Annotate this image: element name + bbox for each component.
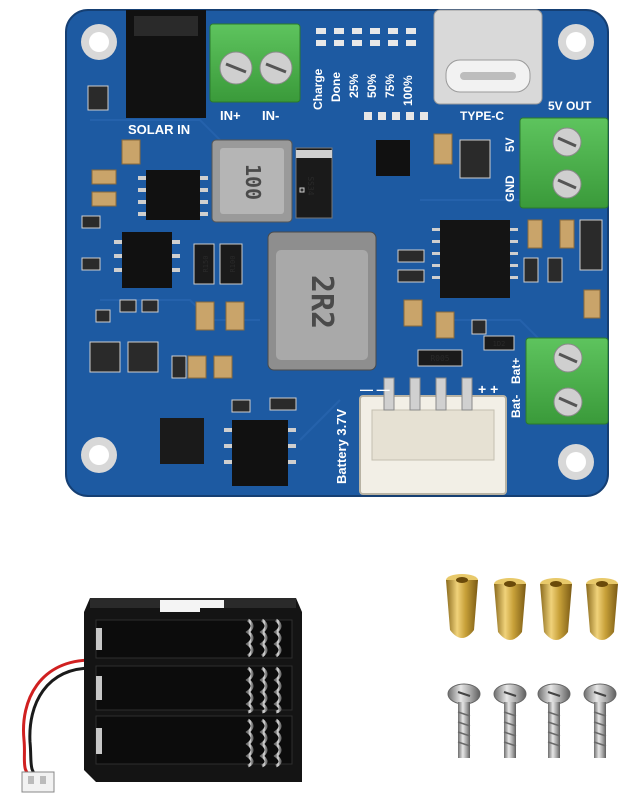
resistor-r005: R005: [417, 349, 463, 367]
ic-chip-soic-mid: [114, 232, 180, 288]
ic-chip-qfn-bottom-left: [160, 418, 204, 464]
usb-type-c-port: [433, 9, 543, 105]
pcb-board: 100 SS34 2R2: [65, 9, 609, 497]
inductor-large-mark: 2R2: [304, 275, 339, 329]
label-5v-out: 5V OUT: [548, 99, 592, 113]
resistor-1d2: 1D2: [483, 335, 515, 351]
ic-chip-soic-bottom: [224, 420, 296, 486]
screw-1: [447, 683, 481, 758]
diode-mark: SS34: [306, 176, 315, 195]
brass-standoff-1: [446, 574, 478, 638]
label-in-plus: IN+: [220, 108, 241, 123]
screw-terminal-in: [209, 23, 301, 103]
label-charge: Charge: [311, 68, 325, 110]
label-100-percent: 100%: [401, 75, 415, 106]
label-plus-marks: + +: [478, 381, 498, 397]
resistor-1d2-mark: 1D2: [493, 340, 506, 348]
ic-chip-sot-top: [376, 140, 410, 176]
screw-3: [537, 683, 571, 758]
battery-jst-connector: [359, 377, 507, 495]
schottky-diode: SS34: [295, 147, 333, 219]
resistor-r005-mark: R005: [430, 354, 449, 363]
resistor-r100: R100: [219, 243, 243, 285]
mounting-hole-top-right: [558, 24, 594, 60]
label-done: Done: [329, 72, 343, 102]
label-battery-3v7: Battery 3.7V: [334, 409, 349, 484]
screw-terminal-5v-out: [519, 117, 609, 209]
brass-standoff-2: [494, 578, 526, 640]
battery-springs: [245, 618, 282, 768]
label-50-percent: 50%: [365, 74, 379, 98]
label-25-percent: 25%: [347, 74, 361, 98]
dc-barrel-jack: [126, 10, 206, 118]
smd-components: [81, 85, 603, 413]
mounting-hole-top-left: [81, 24, 117, 60]
mounting-hole-bottom-left: [81, 437, 117, 473]
screw-4: [583, 683, 617, 758]
label-minus-marks: — —: [360, 382, 390, 397]
label-75-percent: 75%: [383, 74, 397, 98]
label-bat-minus: Bat-: [509, 395, 523, 418]
screws: [447, 683, 617, 758]
inductor-large: 2R2: [267, 231, 377, 371]
inductor-small-mark: 100: [241, 164, 265, 200]
battery-holder-3x18650: [21, 598, 302, 793]
brass-standoff-4: [586, 578, 618, 640]
ic-chip-soic-left: [138, 170, 208, 220]
resistor-r150: R150: [193, 243, 215, 285]
resistor-r100-mark: R100: [229, 256, 237, 273]
label-in-minus: IN-: [262, 108, 279, 123]
label-5v-pin: 5V: [503, 137, 517, 152]
screw-2: [493, 683, 527, 758]
resistor-r150-mark: R150: [202, 256, 210, 273]
label-bat-plus: Bat+: [509, 358, 523, 384]
label-gnd-pin: GND: [503, 175, 517, 202]
brass-standoff-3: [540, 578, 572, 640]
ic-chip-qfn-right: [432, 220, 518, 298]
label-type-c: TYPE-C: [460, 109, 504, 123]
brass-standoffs: [446, 574, 618, 640]
label-solar-in: SOLAR IN: [128, 122, 190, 137]
screw-terminal-battery: [525, 337, 609, 425]
status-led-row: [316, 28, 416, 46]
mounting-hole-bottom-right: [558, 444, 594, 480]
capacitor-group: [91, 133, 601, 379]
jst-plug: [21, 771, 55, 793]
inductor-small: 100: [211, 139, 293, 223]
